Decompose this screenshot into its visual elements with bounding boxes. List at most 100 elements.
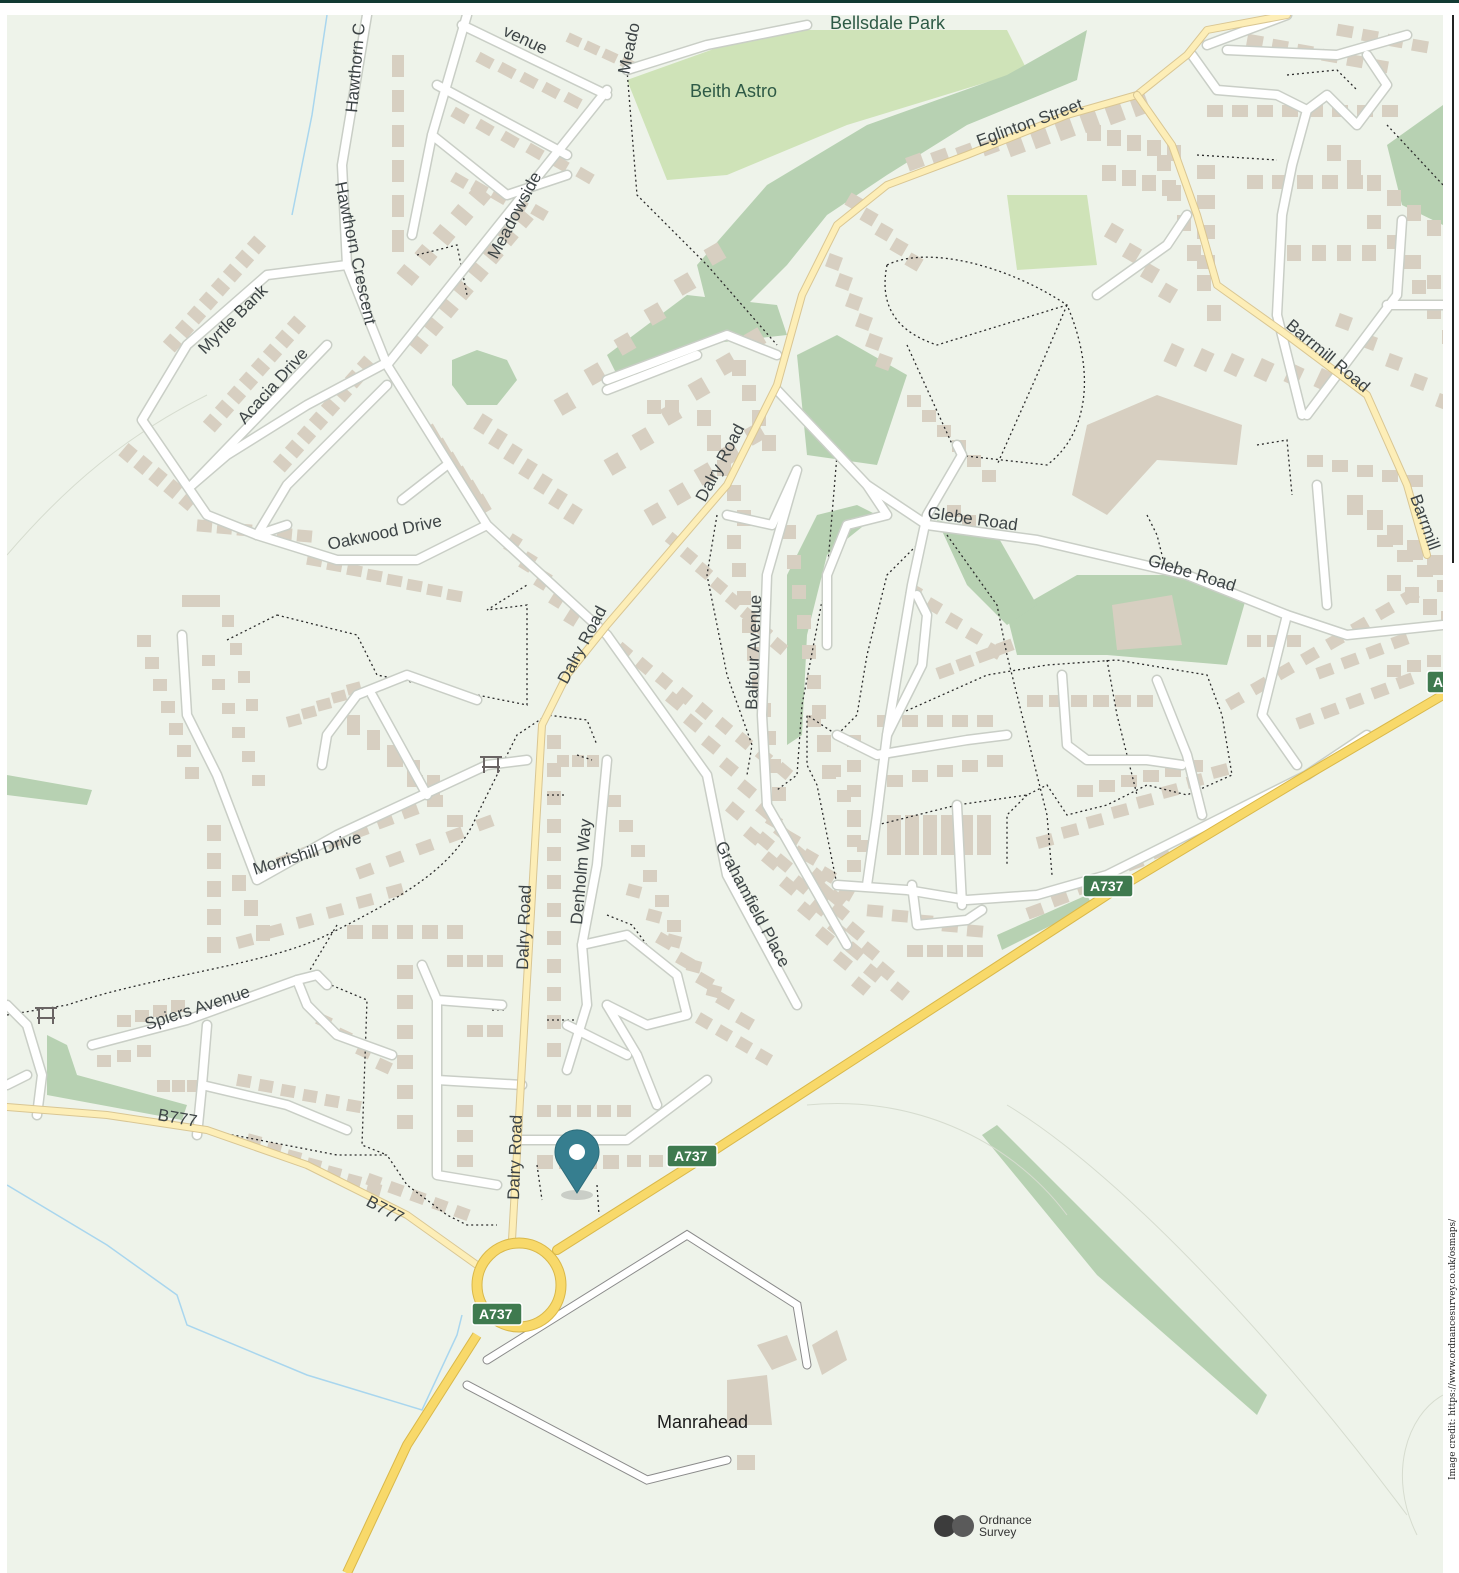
building [547,903,561,917]
building [807,715,821,727]
building [719,757,739,777]
building [232,727,245,738]
building [222,703,235,714]
building [244,900,258,916]
building [734,731,754,751]
building [518,458,538,480]
building [1103,222,1125,244]
building [1312,245,1326,261]
building [1362,245,1376,261]
building [762,435,776,451]
building [1110,803,1130,819]
local-road [178,631,531,884]
local-road [368,691,431,799]
building [252,775,265,786]
building [547,847,561,861]
building [575,166,595,185]
building [977,815,991,855]
building [397,965,413,979]
building [962,515,976,527]
building [1163,342,1185,368]
building [163,479,183,499]
building [226,385,247,405]
building [135,1010,149,1022]
building [1367,175,1381,191]
building [1320,702,1340,720]
building [717,460,731,476]
building [475,118,495,137]
building [709,576,729,596]
location-pin-icon[interactable] [554,1129,600,1200]
building [392,195,404,217]
building [724,591,744,611]
local-road [578,931,691,1029]
map-canvas[interactable]: venue Meado Hawthorn C Hawthorn Crescent… [7,15,1443,1573]
building [258,1078,274,1094]
label-hawthorn-crescent: Hawthorn Crescent [331,180,380,327]
building [847,835,861,847]
building [1307,455,1323,467]
building [1315,662,1335,680]
building [497,225,519,247]
building [118,443,138,463]
building [845,921,865,941]
building [153,679,167,691]
local-road [823,481,891,649]
b777-road [7,1103,481,1269]
building [634,656,654,676]
building [207,909,221,925]
building [792,585,806,599]
building [944,612,964,630]
building [619,820,633,832]
local-road [1313,481,1331,609]
local-road [1153,676,1206,819]
building [186,305,207,325]
building [392,125,404,147]
building [457,1130,473,1142]
building [1223,352,1245,378]
building [937,765,953,777]
building [392,230,404,252]
building [392,160,404,182]
building [966,924,984,938]
building [833,951,853,971]
building [222,615,234,627]
building [302,1088,318,1104]
local-road [293,976,396,1059]
building [887,775,903,787]
building [847,810,861,822]
local-road [518,1076,711,1144]
building [468,183,492,207]
school-building [1072,395,1242,515]
building [1385,353,1403,371]
building [800,848,820,866]
building [450,171,469,190]
building [547,791,561,805]
building [1193,347,1215,373]
building [1087,125,1101,141]
building [1253,357,1275,383]
building [703,242,727,266]
building [1210,763,1230,779]
building [755,831,775,851]
building [923,815,937,855]
building [1427,655,1441,667]
shield-a737-2: A737 [666,1144,718,1168]
building [1257,105,1273,117]
building [1143,770,1159,782]
building [924,597,944,615]
map-svg[interactable]: venue Meado Hawthorn C Hawthorn Crescent… [7,15,1443,1573]
building [695,971,715,991]
building [1099,780,1115,792]
building [547,1015,561,1029]
building [1107,130,1121,146]
building [409,1188,427,1206]
building [238,671,250,683]
building [1410,373,1428,391]
building [875,353,893,371]
building [967,455,981,467]
building [617,1105,631,1117]
local-road [603,331,781,384]
building [1407,660,1421,672]
label-hawthorn-partial: Hawthorn C [342,22,369,113]
